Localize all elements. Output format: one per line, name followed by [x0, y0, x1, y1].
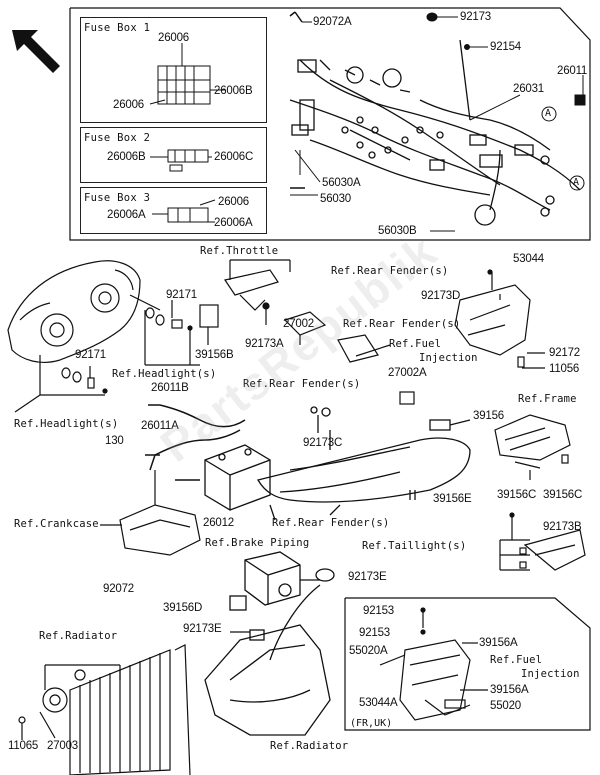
fuse-box-2-part-26006B[interactable]: 26006B — [107, 151, 146, 163]
fuse-box-2-panel — [80, 127, 267, 183]
part-39156D[interactable]: 39156D — [163, 602, 203, 614]
ref-rear-fender-1[interactable]: Ref.Rear Fender(s) — [331, 265, 449, 277]
ref-fuel-injection-2-line1[interactable]: Ref.Fuel — [490, 654, 543, 666]
part-53044A[interactable]: 53044A — [359, 697, 398, 709]
part-39156C-left[interactable]: 39156C — [497, 489, 537, 501]
part-26011A[interactable]: 26011A — [141, 420, 179, 432]
part-11056[interactable]: 11056 — [549, 363, 580, 375]
ref-fuel-injection-1-line1[interactable]: Ref.Fuel — [389, 338, 442, 350]
part-56030[interactable]: 56030 — [320, 193, 351, 205]
part-92172[interactable]: 92172 — [549, 347, 580, 359]
fuse-box-2-part-26006C[interactable]: 26006C — [214, 151, 254, 163]
fuse-box-3-part-26006A-left[interactable]: 26006A — [107, 209, 146, 221]
fuse-box-3-title: Fuse Box 3 — [84, 192, 151, 204]
fuse-box-2-title: Fuse Box 2 — [84, 132, 151, 144]
part-92153-upper[interactable]: 92153 — [363, 605, 394, 617]
ref-radiator-1[interactable]: Ref.Radiator — [39, 630, 118, 642]
fuse-box-1-part-26006[interactable]: 26006 — [113, 99, 144, 111]
ref-rear-fender-2[interactable]: Ref.Rear Fender(s) — [343, 318, 461, 330]
part-39156E[interactable]: 39156E — [433, 493, 472, 505]
part-26011B[interactable]: 26011B — [151, 382, 189, 394]
ref-headlight-2[interactable]: Ref.Headlight(s) — [14, 418, 119, 430]
fuse-box-1-panel — [80, 17, 267, 123]
part-92173B[interactable]: 92173B — [543, 521, 582, 533]
ref-brake-piping[interactable]: Ref.Brake Piping — [205, 537, 310, 549]
ref-throttle[interactable]: Ref.Throttle — [200, 245, 279, 257]
part-55020A[interactable]: 55020A — [349, 645, 388, 657]
part-92173A[interactable]: 92173A — [245, 338, 284, 350]
part-92171-lower[interactable]: 92171 — [75, 349, 106, 361]
part-92072A[interactable]: 92072A — [313, 16, 352, 28]
part-11065[interactable]: 11065 — [8, 740, 39, 752]
part-53044-top[interactable]: 53044 — [513, 253, 544, 265]
ref-rear-fender-4[interactable]: Ref.Rear Fender(s) — [272, 517, 390, 529]
marker-a-bottom: A — [573, 177, 580, 188]
ref-headlight-1[interactable]: Ref.Headlight(s) — [112, 368, 217, 380]
fuse-box-3-part-26006[interactable]: 26006 — [218, 196, 249, 208]
part-27002[interactable]: 27002 — [283, 318, 314, 330]
part-92173E-upper[interactable]: 92173E — [348, 571, 387, 583]
part-39156C-right[interactable]: 39156C — [543, 489, 583, 501]
ref-fuel-injection-2-line2[interactable]: Injection — [521, 668, 580, 680]
ref-fuel-injection-1-line2[interactable]: Injection — [419, 352, 478, 364]
ref-crankcase[interactable]: Ref.Crankcase — [14, 518, 99, 530]
fuse-box-3-panel — [80, 187, 267, 234]
part-26012[interactable]: 26012 — [203, 517, 234, 529]
part-39156B[interactable]: 39156B — [195, 349, 234, 361]
direction-arrow-icon — [12, 30, 60, 73]
part-26011-top[interactable]: 26011 — [557, 65, 588, 77]
part-92153-lower[interactable]: 92153 — [359, 627, 390, 639]
part-92173C[interactable]: 92173C — [303, 437, 343, 449]
ref-rear-fender-3[interactable]: Ref.Rear Fender(s) — [243, 378, 361, 390]
part-92072[interactable]: 92072 — [103, 583, 134, 595]
ref-radiator-2[interactable]: Ref.Radiator — [270, 740, 349, 752]
ref-taillight[interactable]: Ref.Taillight(s) — [362, 540, 467, 552]
part-26031[interactable]: 26031 — [513, 83, 544, 95]
part-27002A[interactable]: 27002A — [388, 367, 427, 379]
inset-note: (FR,UK) — [350, 718, 393, 729]
part-39156[interactable]: 39156 — [473, 410, 504, 422]
part-130[interactable]: 130 — [105, 435, 124, 447]
fuse-box-1-part-26006B[interactable]: 26006B — [214, 85, 253, 97]
fuse-box-1-part-26006-top[interactable]: 26006 — [158, 32, 189, 44]
part-56030A[interactable]: 56030A — [322, 177, 361, 189]
part-92173D[interactable]: 92173D — [421, 290, 461, 302]
part-39156A-lower[interactable]: 39156A — [490, 684, 529, 696]
part-56030B[interactable]: 56030B — [378, 225, 417, 237]
part-92173-top[interactable]: 92173 — [460, 11, 491, 23]
fuse-box-1-title: Fuse Box 1 — [84, 22, 151, 34]
part-55020[interactable]: 55020 — [490, 700, 521, 712]
ref-frame[interactable]: Ref.Frame — [518, 393, 577, 405]
part-92173E-lower[interactable]: 92173E — [183, 623, 222, 635]
marker-a-top: A — [545, 108, 552, 119]
part-27003[interactable]: 27003 — [47, 740, 78, 752]
fuse-box-3-part-26006A-right[interactable]: 26006A — [214, 217, 253, 229]
part-92154[interactable]: 92154 — [490, 41, 521, 53]
part-92171-upper[interactable]: 92171 — [166, 289, 197, 301]
part-39156A-upper[interactable]: 39156A — [479, 637, 518, 649]
